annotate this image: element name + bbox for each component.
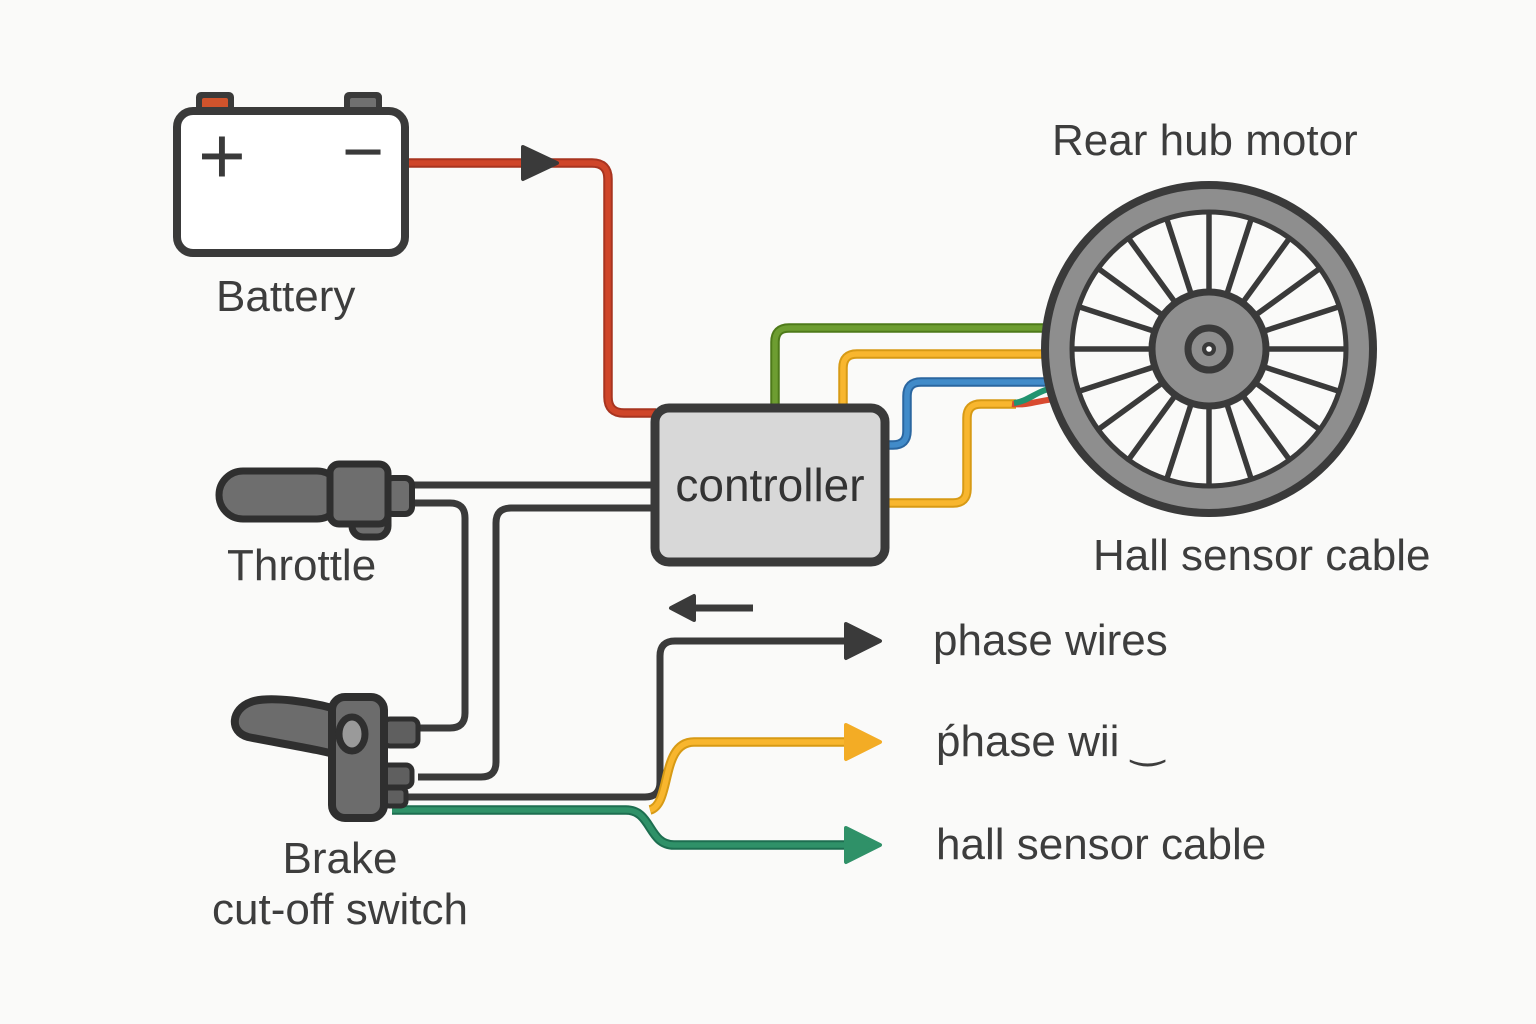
legend-green-arrow-icon	[844, 826, 882, 864]
legend-arrows	[392, 594, 882, 864]
legend-phase-wires-label: phase wires	[933, 616, 1168, 665]
brake-phase-wire	[404, 637, 846, 801]
wheel-spoke	[1249, 377, 1323, 433]
wheel-rim-outer	[1041, 181, 1377, 517]
brake-to-controller-wire	[418, 504, 656, 781]
wheel-spoke	[1095, 265, 1169, 321]
battery-wire-arrow-icon	[521, 145, 559, 181]
brake-lever-blade	[230, 695, 356, 763]
battery-plus-symbol: +	[198, 111, 246, 202]
wheel-spoke	[1095, 377, 1169, 433]
throttle-label: Throttle	[227, 541, 377, 590]
wheel-spoke	[1163, 397, 1196, 482]
battery-label: Battery	[216, 272, 356, 321]
throttle-body-fill	[337, 471, 381, 517]
brake-lever-icon	[230, 693, 421, 822]
battery-wire	[405, 145, 656, 418]
rear-hub-motor-icon	[1041, 181, 1377, 517]
legend-hall-sensor-label: hall sensor cable	[936, 820, 1267, 869]
legend-yellow-wire	[648, 739, 846, 813]
battery-icon: + −	[173, 92, 409, 257]
wheel-spoke	[1237, 389, 1293, 463]
yellow-phase-wire	[840, 351, 1048, 410]
legend-phase-wires-2-text: ṕhase wii	[936, 717, 1120, 766]
blue-phase-wire	[884, 379, 1050, 448]
legend-yellow-arrow-icon	[844, 723, 882, 761]
wheel-spoke	[1076, 303, 1161, 336]
brake-label-line1: Brake	[282, 834, 398, 883]
yellow-hall-wire	[884, 401, 1016, 506]
hall-sensor-cable-label: Hall sensor cable	[1093, 531, 1431, 580]
brake-pivot-hole	[335, 713, 369, 755]
battery-body	[173, 107, 409, 257]
reverse-arrow-icon	[669, 594, 696, 622]
wheel-spoke	[1125, 389, 1181, 463]
wheel-spoke	[1257, 362, 1342, 395]
wheel-rim-band	[1045, 185, 1373, 513]
legend-green-wire	[392, 807, 846, 848]
legend-squiggle-glyph: ‿	[1131, 722, 1164, 766]
green-phase-wire	[772, 325, 1048, 410]
wheel-spoke	[1237, 235, 1293, 309]
wheel-spoke	[1163, 216, 1196, 301]
wheel-spokes	[1071, 211, 1347, 487]
wheel-spoke	[1076, 362, 1161, 395]
throttle-grip	[215, 467, 345, 523]
brake-label: Brake cut-off switch	[205, 834, 475, 935]
wheel-spoke	[1222, 397, 1255, 482]
hub-axle-center	[1206, 346, 1212, 352]
wheel-spoke	[1125, 235, 1181, 309]
wheel-spoke	[1249, 265, 1323, 321]
legend-phase-wires-2-label: ṕhase wii ‿	[936, 717, 1164, 768]
brake-label-line2: cut-off switch	[212, 884, 468, 934]
signal-wires	[404, 481, 846, 801]
phase-wires-arrow-icon	[844, 622, 882, 660]
wheel-spoke	[1257, 303, 1342, 336]
throttle-to-brake-wire	[410, 499, 469, 732]
brake-tab-1	[381, 716, 421, 749]
rear-hub-motor-label: Rear hub motor	[1052, 116, 1358, 165]
battery-minus-symbol: −	[342, 112, 384, 192]
controller-box	[650, 403, 890, 567]
controller-label: controller	[675, 459, 865, 511]
wheel-spoke	[1222, 216, 1255, 301]
throttle-icon	[215, 460, 415, 541]
